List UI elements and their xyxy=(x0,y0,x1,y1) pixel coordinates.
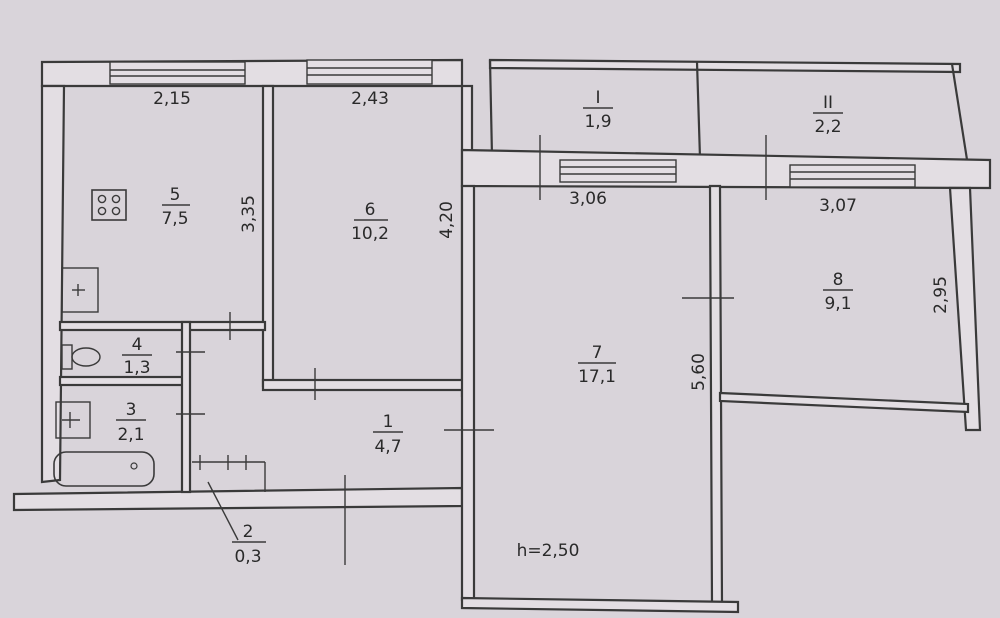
room-area-2: 0,3 xyxy=(234,547,261,567)
room-number-balcony-1: I xyxy=(595,88,600,108)
room-label-5: 5 7,5 xyxy=(161,185,190,229)
room-label-1: 1 4,7 xyxy=(373,412,403,457)
sink-icon xyxy=(61,267,99,313)
dimension-label: 3,35 xyxy=(239,195,259,233)
room-number-5: 5 xyxy=(170,185,181,205)
room-area-5: 7,5 xyxy=(161,209,188,229)
dimension-label: 2,43 xyxy=(351,89,389,109)
stove-icon xyxy=(91,189,127,221)
toilet-icon xyxy=(61,344,101,370)
room-number-8: 8 xyxy=(833,270,844,290)
windows xyxy=(109,59,916,188)
room-label-2: 2 0,3 xyxy=(232,522,266,567)
room-number-4: 4 xyxy=(132,335,143,355)
room-area-8: 9,1 xyxy=(824,294,851,314)
room-label-3: 3 2,1 xyxy=(116,400,146,445)
room-label-balcony-1: I 1,9 xyxy=(583,88,613,132)
room-area-7: 17,1 xyxy=(578,367,616,387)
dimension-label: 3,06 xyxy=(569,189,607,209)
ceiling-height-label: h=2,50 xyxy=(517,541,580,561)
room-label-7: 7 17,1 xyxy=(578,343,616,387)
dimension-label: 3,07 xyxy=(819,196,857,216)
dimension-label: 4,20 xyxy=(437,201,457,239)
room-area-6: 10,2 xyxy=(351,224,389,244)
door-marks xyxy=(176,135,767,565)
dimension-label: 2,95 xyxy=(931,276,951,314)
room-number-2: 2 xyxy=(243,522,254,542)
dimension-label: 5,60 xyxy=(689,353,709,391)
room-label-6: 6 10,2 xyxy=(351,200,389,244)
room-area-4: 1,3 xyxy=(123,358,150,378)
dimension-label: 2,15 xyxy=(153,89,191,109)
bathtub-icon xyxy=(53,451,155,487)
washbasin-icon xyxy=(55,401,91,439)
room-area-3: 2,1 xyxy=(117,425,144,445)
room-area-1: 4,7 xyxy=(374,437,401,457)
room-number-balcony-2: II xyxy=(823,93,833,113)
room-number-6: 6 xyxy=(365,200,376,220)
room-number-3: 3 xyxy=(126,400,137,420)
room-label-balcony-2: II 2,2 xyxy=(813,93,843,137)
room-label-4: 4 1,3 xyxy=(122,335,152,378)
room-number-1: 1 xyxy=(383,412,394,432)
room-label-8: 8 9,1 xyxy=(823,270,853,314)
room-area-balcony-1: 1,9 xyxy=(584,112,611,132)
room-area-balcony-2: 2,2 xyxy=(814,117,841,137)
room-number-7: 7 xyxy=(592,343,603,363)
walls xyxy=(12,58,992,614)
